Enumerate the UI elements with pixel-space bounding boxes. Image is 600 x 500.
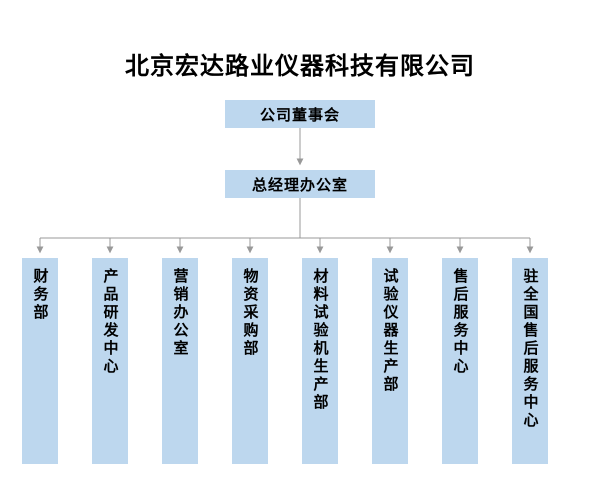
dept-label: 营销办公室	[171, 268, 189, 358]
org-chart-title: 北京宏达路业仪器科技有限公司	[125, 53, 475, 80]
dept-label: 驻全国售后服务中心	[521, 268, 539, 430]
node-dept-aftersales-center: 售后服务中心	[442, 258, 478, 464]
node-dept-marketing-office: 营销办公室	[162, 258, 198, 464]
dept-label: 物资采购部	[241, 268, 259, 358]
node-dept-procurement: 物资采购部	[232, 258, 268, 464]
node-gm-office-label: 总经理办公室	[251, 176, 348, 194]
node-gm-office: 总经理办公室	[225, 170, 375, 198]
dept-label: 试验仪器生产部	[381, 268, 399, 394]
node-dept-finance: 财务部	[22, 258, 58, 464]
dept-label: 财务部	[31, 268, 49, 322]
node-board-label: 公司董事会	[259, 106, 340, 124]
dept-label: 产品研发中心	[101, 268, 119, 376]
node-dept-instrument-production: 试验仪器生产部	[372, 258, 408, 464]
node-dept-testing-machine-production: 材料试验机生产部	[302, 258, 338, 464]
node-dept-rnd-center: 产品研发中心	[92, 258, 128, 464]
dept-label: 材料试验机生产部	[311, 268, 329, 412]
node-dept-national-aftersales-center: 驻全国售后服务中心	[512, 258, 548, 464]
dept-label: 售后服务中心	[451, 268, 469, 376]
node-board: 公司董事会	[225, 100, 375, 128]
